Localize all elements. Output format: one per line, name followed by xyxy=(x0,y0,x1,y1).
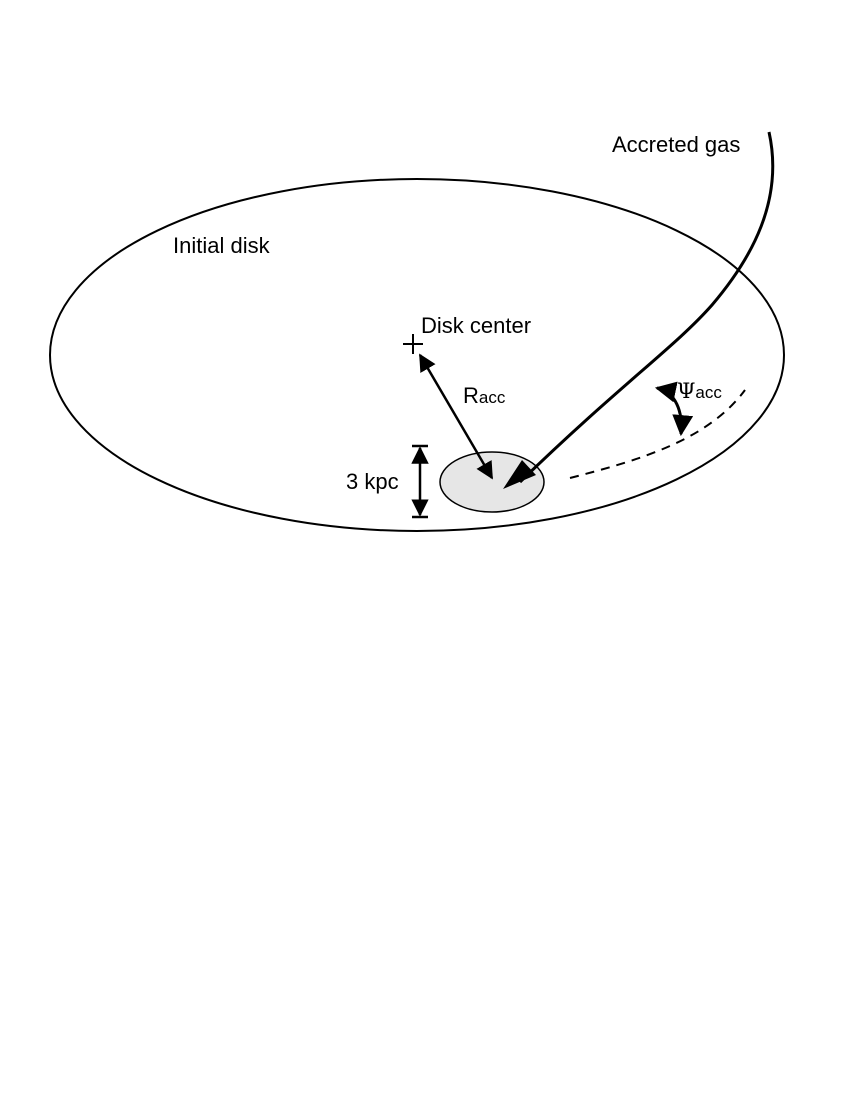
psi-acc-symbol: Ψ xyxy=(677,379,696,403)
scale-bar xyxy=(411,444,429,519)
disk-plane-dashed-line xyxy=(569,389,746,479)
accreted-gas-trajectory xyxy=(518,131,775,484)
r-acc-arrow xyxy=(418,353,494,480)
initial-disk-label: Initial disk xyxy=(173,233,270,258)
psi-acc-subscript: acc xyxy=(695,383,722,402)
disk-center-label: Disk center xyxy=(421,313,532,338)
r-acc-symbol: R xyxy=(463,383,479,408)
psi-acc-label: Ψacc xyxy=(677,380,722,402)
scale-label: 3 kpc xyxy=(346,469,399,494)
psi-acc-angle-arc xyxy=(654,381,694,437)
accreted-gas-label: Accreted gas xyxy=(612,132,741,157)
disk-center-cross xyxy=(403,334,423,354)
accretion-region xyxy=(439,451,545,513)
r-acc-label: Racc xyxy=(463,385,505,407)
r-acc-subscript: acc xyxy=(478,388,506,407)
initial-disk-ellipse xyxy=(49,178,785,532)
accreted-gas-arrowhead xyxy=(503,460,536,489)
